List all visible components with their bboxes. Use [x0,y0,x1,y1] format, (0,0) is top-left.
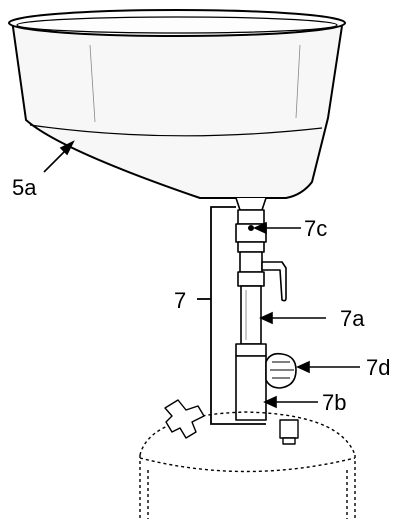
knob-icon [265,352,297,389]
hopper-neck [235,197,267,211]
arrow-head-icon [296,360,310,374]
fitting-body [235,355,267,421]
bracket-7 [197,206,266,425]
arrow-head-icon [59,140,75,156]
valve-handle-icon [261,261,287,302]
fitting-collar [235,343,267,357]
valve-collar [237,241,265,253]
drum-fittings [164,399,299,445]
valve-center-dot [248,225,255,232]
hopper-rim-outer [8,9,346,37]
hopper [8,9,346,211]
label-7: 7 [174,288,186,313]
hopper-shade-line [89,44,96,123]
hopper-body [11,19,343,199]
leaders [43,140,360,409]
arrow-head-icon [263,395,277,409]
arrow-head-icon [253,221,267,235]
valve-stem [239,251,263,273]
label-7a: 7a [340,306,365,331]
label-7d: 7d [366,355,390,380]
label-7b: 7b [322,390,346,415]
lower-fitting [235,343,297,421]
left-bung-fitting [164,399,205,439]
label-5a: 5a [12,175,37,200]
valve-nut-top [237,209,265,225]
valve-lower-nut [237,271,265,287]
label-7c: 7c [304,216,327,241]
drum-lid-line [139,457,356,473]
tube [240,285,262,345]
drum-top [139,411,356,456]
hopper-rim-inner [16,16,338,34]
right-bung-fitting [279,419,299,439]
hopper-seam [29,124,323,137]
drum [139,411,356,519]
arrow-head-icon [259,311,273,325]
tube-body [240,285,262,345]
hopper-shade-line [295,44,301,119]
